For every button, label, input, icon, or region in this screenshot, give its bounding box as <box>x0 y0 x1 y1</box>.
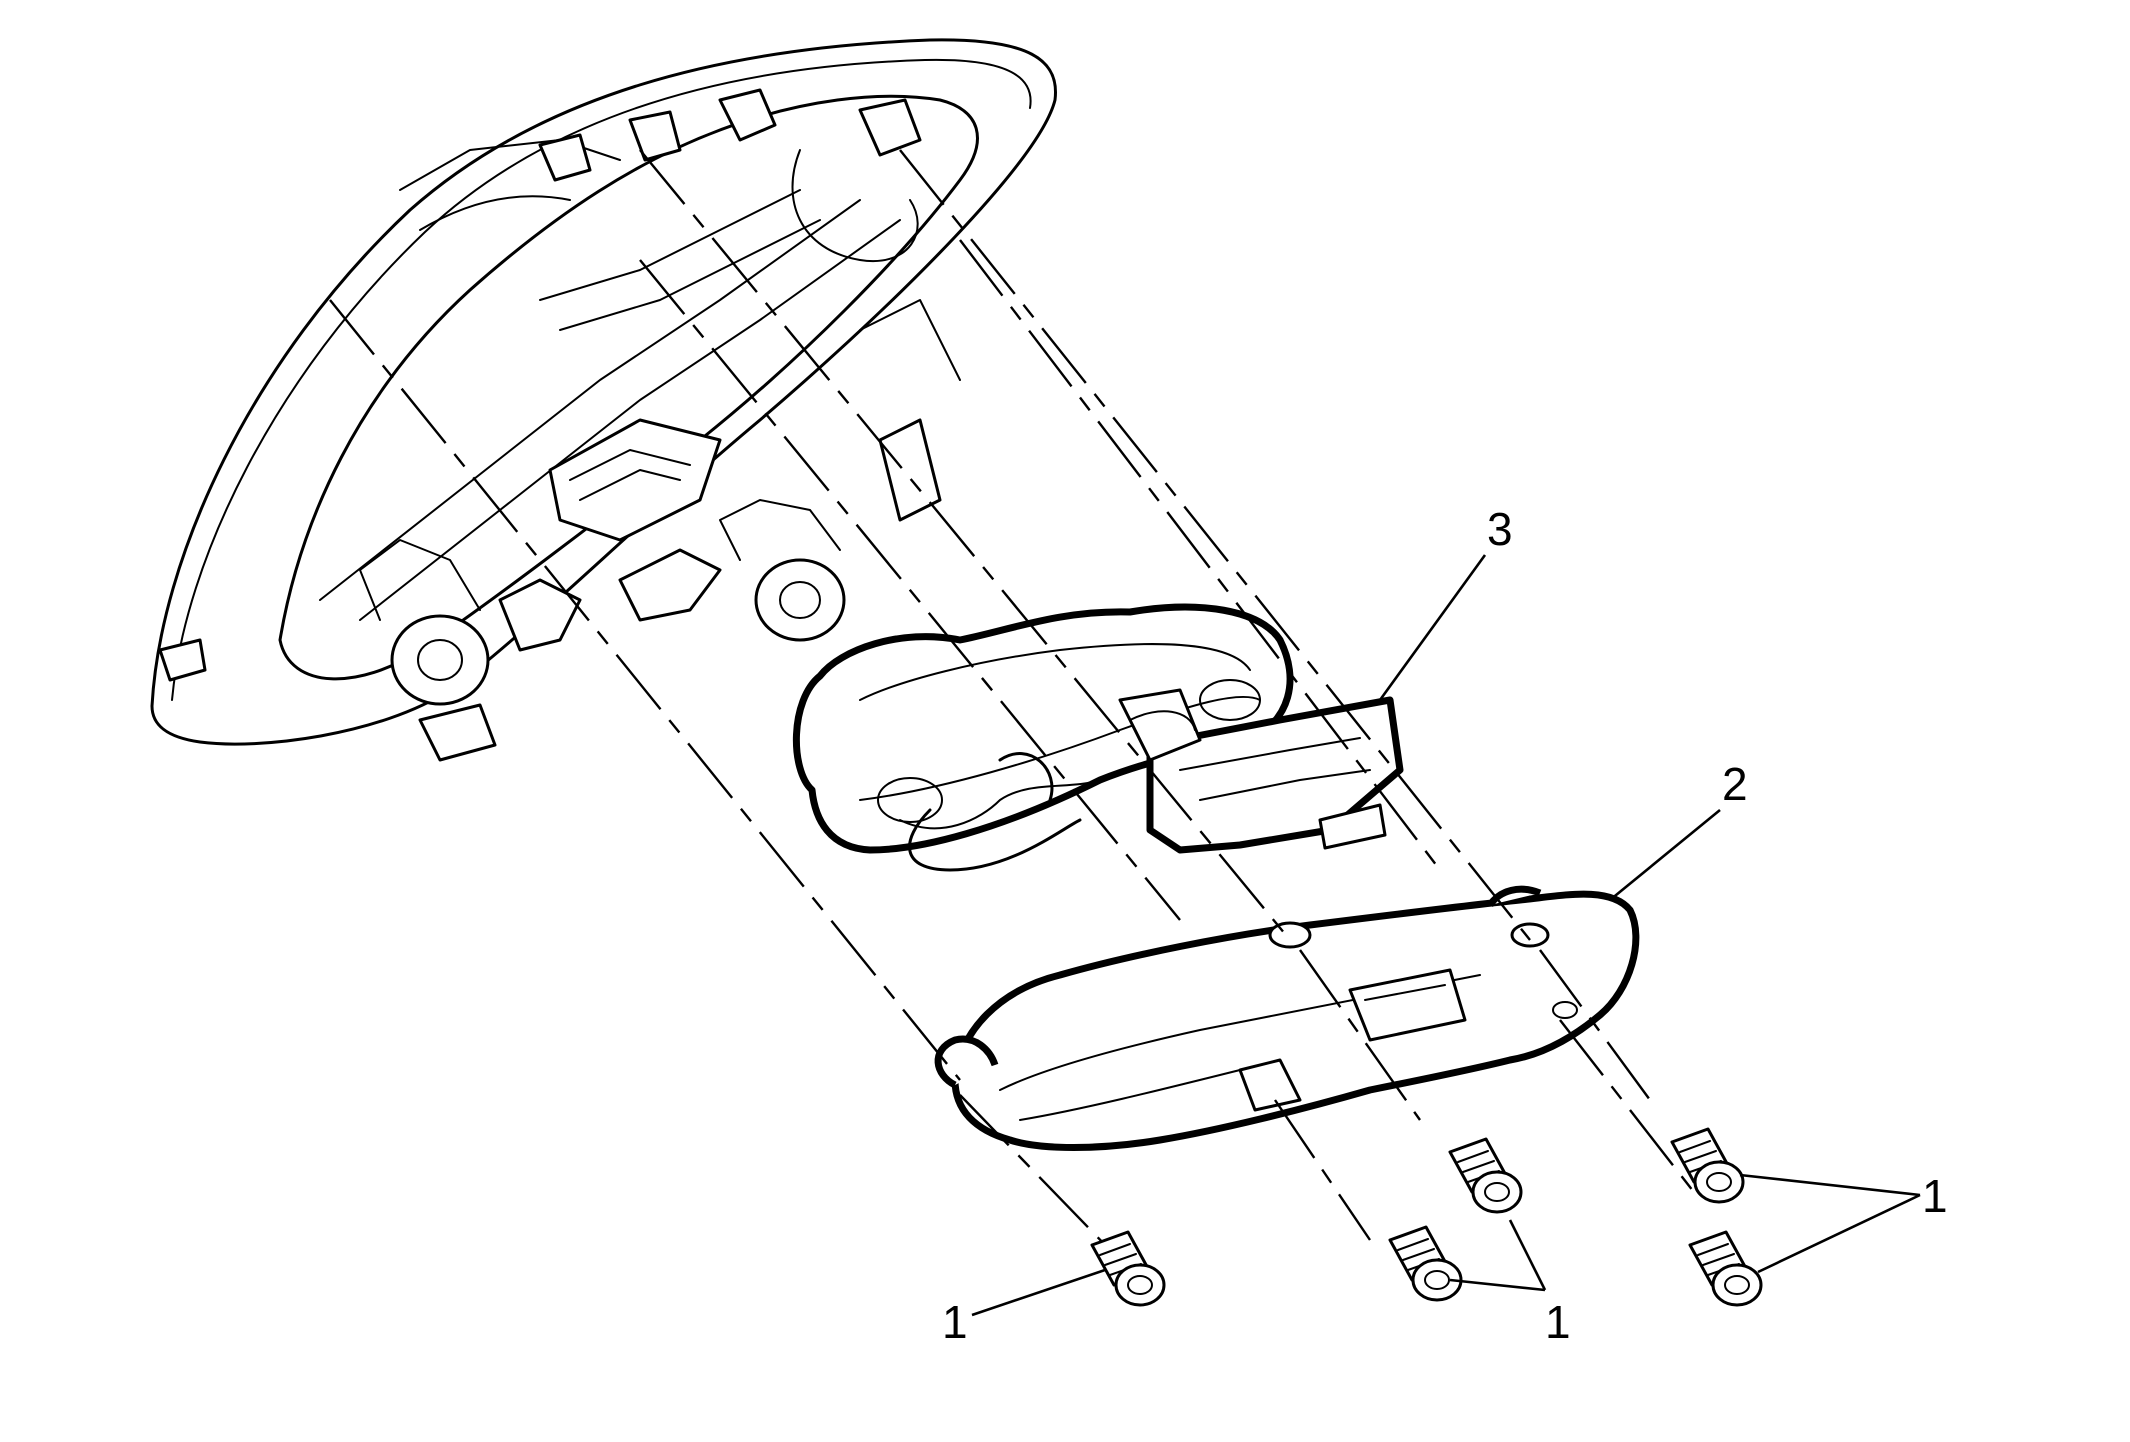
screw-3 <box>1448 1137 1523 1214</box>
callout-3: 3 <box>1487 503 1513 555</box>
trim-cover <box>934 885 1640 1151</box>
callout-2: 2 <box>1722 758 1748 810</box>
callout-1-right: 1 <box>1922 1170 1948 1222</box>
screw-5 <box>1688 1230 1763 1307</box>
console-housing <box>150 38 1058 762</box>
screw-1 <box>1090 1230 1166 1307</box>
alignment-centerlines <box>329 149 1701 1251</box>
screw-4 <box>1670 1127 1745 1204</box>
callout-1-left: 1 <box>942 1296 968 1348</box>
callout-1-center: 1 <box>1545 1296 1571 1348</box>
lamp-module <box>793 603 1404 872</box>
callout-labels: 1 1 1 2 3 <box>942 503 1948 1348</box>
callout-leaders <box>971 554 1921 1317</box>
screw-2 <box>1388 1225 1463 1302</box>
